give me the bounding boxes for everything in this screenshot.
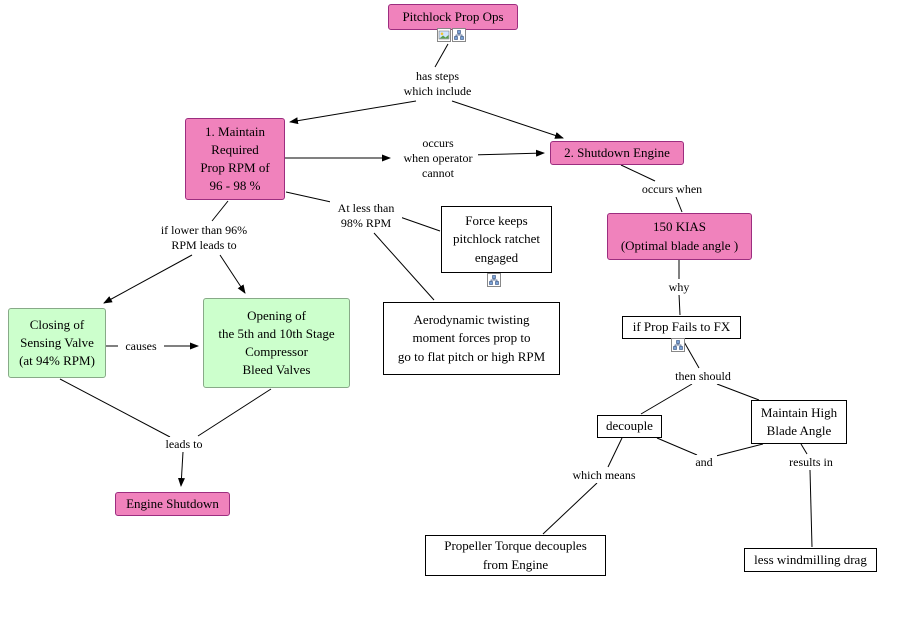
link-label-occurs-when[interactable]: occurs when [637,182,707,197]
link-label-results-in[interactable]: results in [783,455,839,470]
node-closing-sensing-valve[interactable]: Closing of Sensing Valve (at 94% RPM) [8,308,106,378]
node-decouple[interactable]: decouple [597,415,662,438]
link-label-if-lower[interactable]: if lower than 96% RPM leads to [150,223,258,253]
node-engine-shutdown[interactable]: Engine Shutdown [115,492,230,516]
pitchlock-resource-icons [437,28,466,42]
tree-resource-icon[interactable] [671,338,685,352]
node-maintain-prop-rpm[interactable]: 1. Maintain Required Prop RPM of 96 - 98… [185,118,285,200]
tree-resource-icon[interactable] [487,273,501,287]
link-label-which-means[interactable]: which means [567,468,641,483]
node-aerodynamic-twisting[interactable]: Aerodynamic twisting moment forces prop … [383,302,560,375]
link-label-occurs-operator[interactable]: occurs when operator cannot [398,136,478,181]
image-resource-icon[interactable] [437,28,451,42]
tree-resource-icon[interactable] [452,28,466,42]
node-shutdown-engine[interactable]: 2. Shutdown Engine [550,141,684,165]
link-label-then-should[interactable]: then should [669,369,737,384]
node-propeller-torque-decouples[interactable]: Propeller Torque decouples from Engine [425,535,606,576]
link-label-has-steps[interactable]: has steps which include [395,69,480,99]
prop-fails-resource-icons [671,338,685,352]
node-force-keeps-ratchet[interactable]: Force keeps pitchlock ratchet engaged [441,206,552,273]
link-label-why[interactable]: why [664,280,694,295]
link-label-and[interactable]: and [691,455,717,470]
link-label-leads-to[interactable]: leads to [159,437,209,452]
node-150-kias[interactable]: 150 KIAS (Optimal blade angle ) [607,213,752,260]
link-label-causes[interactable]: causes [119,339,163,354]
node-less-windmilling-drag[interactable]: less windmilling drag [744,548,877,572]
link-label-at-less-than[interactable]: At less than 98% RPM [330,201,402,231]
node-maintain-high-blade-angle[interactable]: Maintain High Blade Angle [751,400,847,444]
force-keeps-resource-icons [487,273,501,287]
node-pitchlock-prop-ops[interactable]: Pitchlock Prop Ops [388,4,518,30]
node-if-prop-fails[interactable]: if Prop Fails to FX [622,316,741,339]
node-opening-bleed-valves[interactable]: Opening of the 5th and 10th Stage Compre… [203,298,350,388]
